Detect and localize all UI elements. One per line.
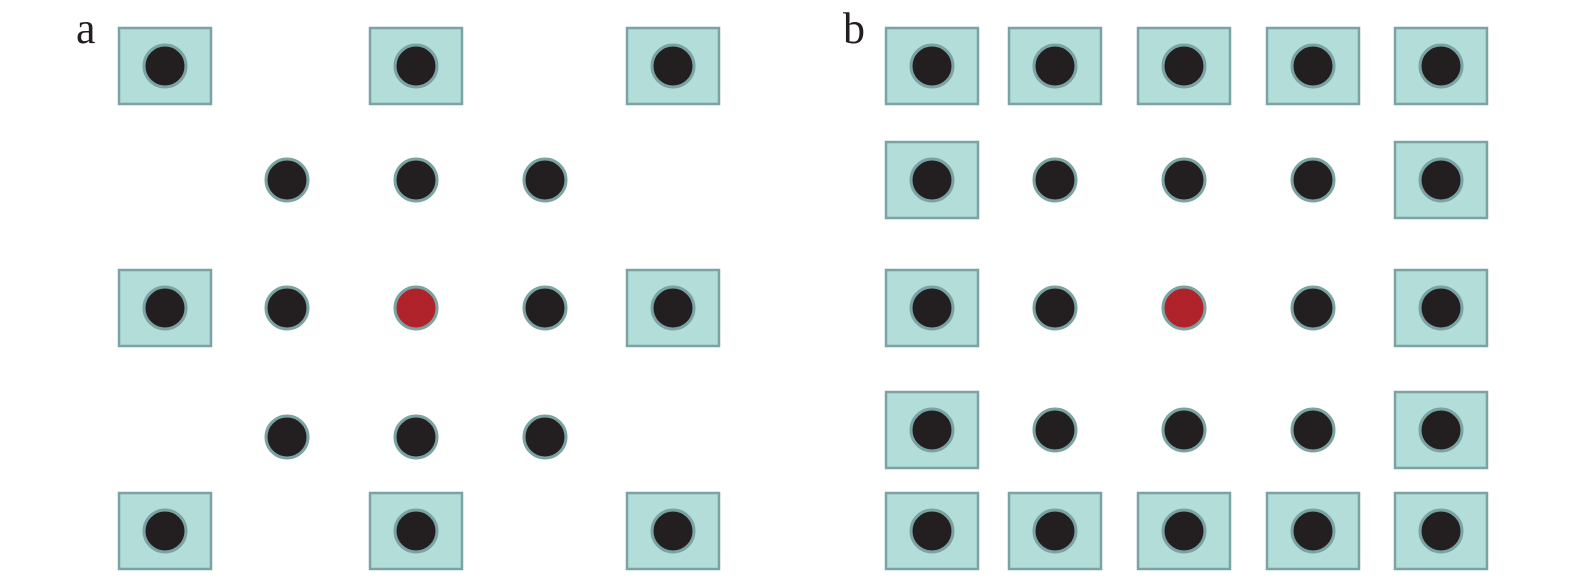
panel-b-dot-r4-c3 [1290,508,1336,554]
panel-b-square-r4-c2 [1136,491,1232,571]
panel-b-dot-r0-c1 [1032,43,1078,89]
panel-b-dot-r2-c0 [909,285,955,331]
panel-b-dot-r1-c4 [1418,157,1464,203]
panel-a: a [76,4,721,571]
panel-b-dot-r4-c2 [1161,508,1207,554]
panel-b-dot-r3-c1 [1032,407,1078,453]
panel-b-square-r1-c0 [884,140,980,220]
panel-b-center-dot [1161,285,1207,331]
panel-a-dot-r4-c4 [650,508,696,554]
panel-b-label: b [843,4,865,53]
panel-b-dot-r2-c4 [1418,285,1464,331]
panel-a-square-r4-c4 [625,491,721,571]
panel-b-dot-r0-c0 [909,43,955,89]
panel-a-dot-r4-c0 [142,508,188,554]
panel-b-dot-r3-c0 [909,407,955,453]
panel-a-dot-r0-c0 [142,43,188,89]
panel-a-dot-r1-c1 [264,157,310,203]
panel-a-dot-r0-c2 [393,43,439,89]
panel-b-dot-r4-c0 [909,508,955,554]
panel-a-label: a [76,4,96,53]
panel-a-dot-r3-c3 [522,414,568,460]
panel-a-dot-r2-c4 [650,285,696,331]
panel-a-dot-r2-c3 [522,285,568,331]
panel-b-square-r1-c4 [1393,140,1489,220]
panel-a-dot-r1-c2 [393,157,439,203]
panel-a-dot-r4-c2 [393,508,439,554]
panel-b-dot-r4-c1 [1032,508,1078,554]
panel-a-dot-r2-c0 [142,285,188,331]
panel-b-dot-r0-c4 [1418,43,1464,89]
panel-a-dot-r1-c3 [522,157,568,203]
panel-b-dot-r1-c2 [1161,157,1207,203]
panel-b-dot-r2-c3 [1290,285,1336,331]
panel-b-dot-r0-c2 [1161,43,1207,89]
panel-a-dot-r3-c1 [264,414,310,460]
panel-a-dot-r3-c2 [393,414,439,460]
panel-b-dot-r1-c0 [909,157,955,203]
panel-b-dot-r4-c4 [1418,508,1464,554]
panel-a-center-dot [393,285,439,331]
panel-a-dot-r2-c1 [264,285,310,331]
panel-b-dot-r3-c3 [1290,407,1336,453]
panel-b-dot-r1-c3 [1290,157,1336,203]
panel-b-dot-r3-c2 [1161,407,1207,453]
panel-b-dot-r1-c1 [1032,157,1078,203]
panel-b-dot-r3-c4 [1418,407,1464,453]
panel-b: b [843,4,1489,571]
panel-b-dot-r0-c3 [1290,43,1336,89]
panel-a-dot-r0-c4 [650,43,696,89]
panel-b-dot-r2-c1 [1032,285,1078,331]
